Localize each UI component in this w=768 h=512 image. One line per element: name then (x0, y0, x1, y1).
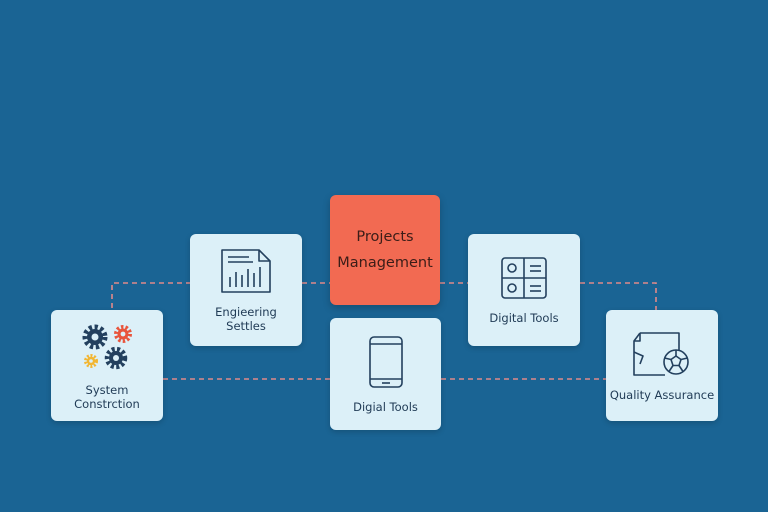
gear-orange-icon (114, 324, 132, 343)
digital-tools-top-card[interactable]: Digital Tools (468, 234, 580, 346)
digital-tools-top-label: Digital Tools (489, 311, 559, 325)
gear-dark-large-icon (82, 324, 108, 349)
engineering-settles-label: Engieering Settles (215, 305, 277, 333)
connector-upper (111, 282, 657, 310)
gears-icon (79, 321, 135, 377)
projects-management-label: Projects Management (337, 229, 433, 271)
projects-management-card[interactable]: Projects Management (330, 195, 440, 305)
digital-tools-bottom-card[interactable]: Digial Tools (330, 318, 441, 430)
quality-assurance-card[interactable]: Quality Assurance (606, 310, 718, 421)
gear-yellow-icon (84, 353, 98, 368)
grid-panel-icon (499, 255, 549, 305)
system-construction-label: System Constrction (74, 382, 140, 411)
quality-assurance-label: Quality Assurance (609, 387, 715, 402)
digital-tools-bottom-label: Digial Tools (353, 400, 418, 414)
document-globe-icon (631, 330, 693, 382)
gear-dark-small-icon (104, 346, 128, 369)
engineering-settles-card[interactable]: Engieering Settles (190, 234, 302, 346)
document-chart-icon (219, 247, 273, 299)
system-construction-card[interactable]: System Constrction (51, 310, 163, 421)
tablet-icon (366, 334, 406, 394)
